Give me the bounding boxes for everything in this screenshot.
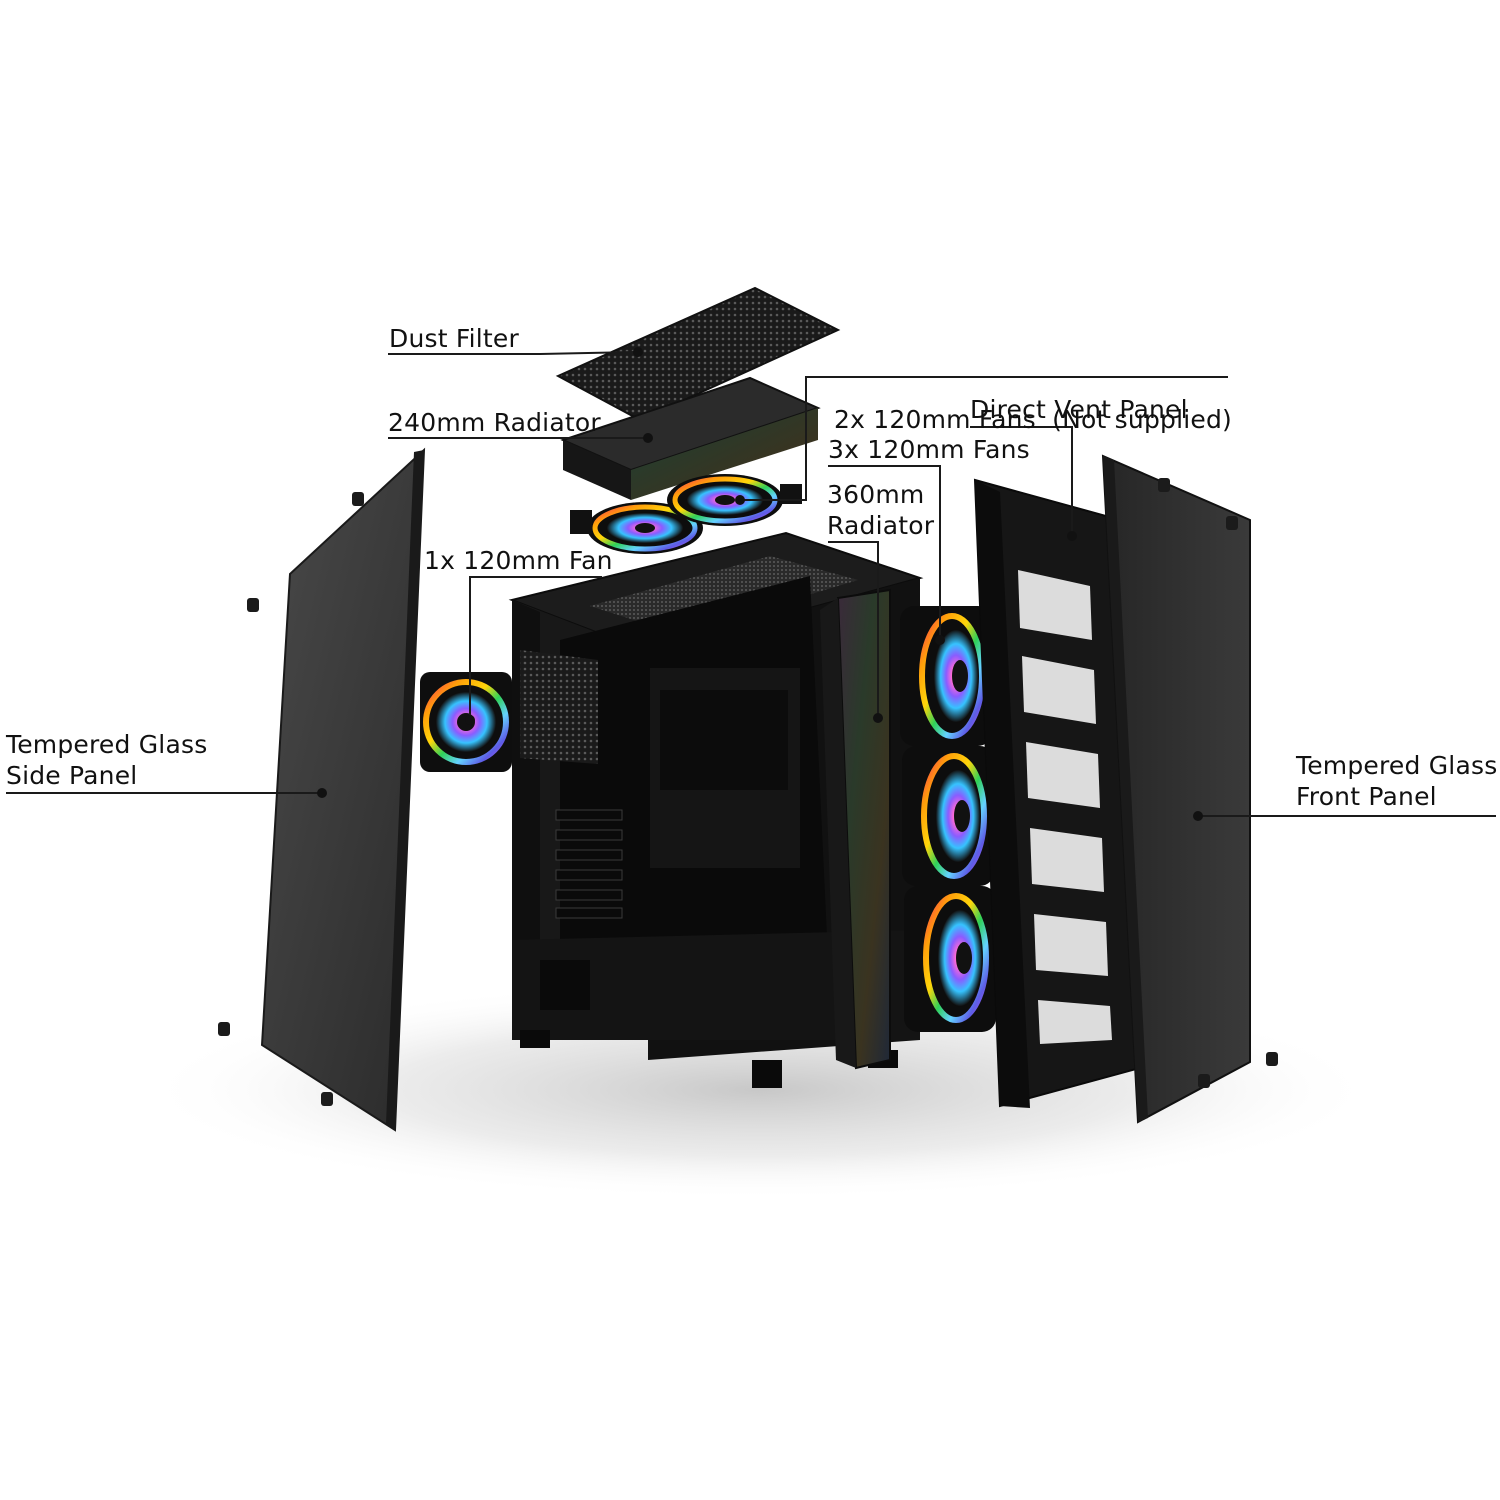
dust-filter xyxy=(555,286,841,422)
leader-fan-1x xyxy=(469,576,602,720)
label-fan-1x-text: 1x 120mm Fan xyxy=(424,546,613,575)
thumbscrew-icon xyxy=(321,1092,333,1106)
label-radiator-360: 360mm Radiator xyxy=(827,479,934,541)
label-direct-vent-panel: Direct Vent Panel xyxy=(970,394,1188,425)
label-dust-filter-text: Dust Filter xyxy=(389,324,519,353)
label-dust-filter: Dust Filter xyxy=(389,323,519,354)
top-fans xyxy=(570,474,802,554)
label-fans-2x-text: 2x 120mm Fans (Not supplied) xyxy=(834,405,1232,434)
label-front-panel-line2: Front Panel xyxy=(1296,782,1437,811)
front-glass-panel xyxy=(1101,454,1251,1124)
side-glass-panel xyxy=(260,447,426,1132)
leader-dust-filter xyxy=(388,351,639,355)
leader-lines xyxy=(6,351,1496,817)
leader-fans-2x xyxy=(740,376,1228,501)
front-fans xyxy=(900,606,996,1032)
radiator-240mm xyxy=(560,376,821,500)
thumbscrew-icon xyxy=(1226,516,1238,530)
label-fans-3x: 3x 120mm Fans xyxy=(828,434,1030,465)
label-side-panel: Tempered Glass Side Panel xyxy=(6,729,207,791)
label-fans-3x-text: 3x 120mm Fans xyxy=(828,435,1030,464)
label-radiator-360-line2: Radiator xyxy=(827,511,935,540)
label-radiator-240-text: 240mm Radiator xyxy=(388,408,601,437)
label-front-panel-line1: Tempered Glass xyxy=(1296,751,1498,780)
label-fan-1x: 1x 120mm Fan xyxy=(424,545,613,576)
label-side-panel-line1: Tempered Glass xyxy=(6,730,208,759)
label-radiator-240: 240mm Radiator xyxy=(388,407,601,438)
leader-fans-3x xyxy=(828,465,941,640)
thumbscrew-icon xyxy=(218,1022,230,1036)
rgb-fan-icon xyxy=(902,746,994,886)
thumbscrew-icon xyxy=(247,598,259,612)
rgb-fan-icon xyxy=(904,886,996,1032)
thumbscrew-icon xyxy=(1266,1052,1278,1066)
label-fans-2x: 2x 120mm Fans (Not supplied) xyxy=(834,342,1232,466)
label-direct-vent-panel-text: Direct Vent Panel xyxy=(970,395,1188,424)
thumbscrew-icon xyxy=(352,492,364,506)
thumbscrew-icon xyxy=(1198,1074,1210,1088)
rgb-fan-icon xyxy=(900,606,992,746)
leader-direct-vent xyxy=(970,426,1073,536)
label-front-panel: Tempered Glass Front Panel xyxy=(1296,750,1497,812)
label-radiator-360-line1: 360mm xyxy=(827,480,925,509)
rgb-fan-icon xyxy=(587,502,703,554)
leader-radiator-360 xyxy=(828,541,879,718)
label-side-panel-line2: Side Panel xyxy=(6,761,138,790)
thumbscrew-icon xyxy=(1158,478,1170,492)
leader-dots xyxy=(317,347,1203,821)
